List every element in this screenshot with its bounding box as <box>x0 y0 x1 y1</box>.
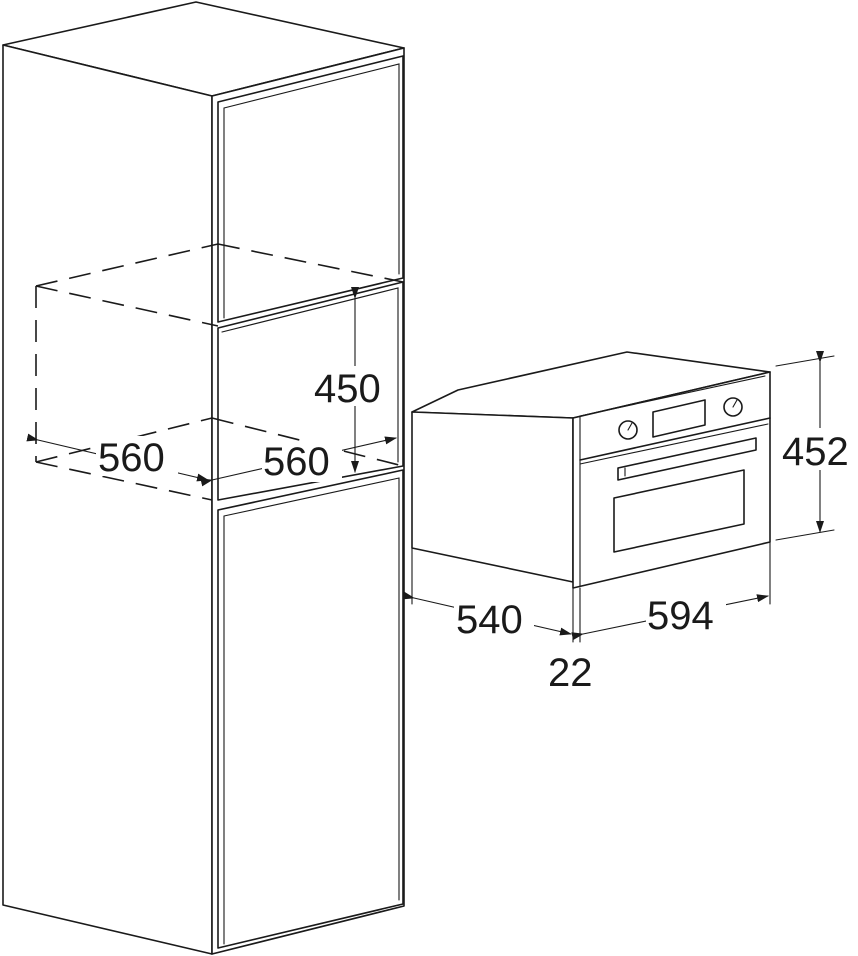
right-knob-icon <box>723 397 743 417</box>
lower-door <box>217 469 404 949</box>
dim-label-front-thickness: 22 <box>548 651 593 695</box>
built-in-oven: 452 540 594 22 <box>402 351 858 695</box>
upper-door <box>217 55 404 323</box>
left-knob-icon <box>618 420 638 440</box>
dim-label-oven-width: 594 <box>647 594 714 638</box>
control-panel-edge <box>579 417 771 461</box>
oven-side <box>411 411 574 583</box>
tall-cabinet: 450 560 560 <box>2 1 405 955</box>
door-handle <box>617 437 757 481</box>
dim-label-oven-depth: 540 <box>456 598 523 642</box>
oven-display <box>652 399 706 438</box>
dim-label-niche-width: 560 <box>98 436 165 480</box>
oven-window <box>613 469 745 553</box>
niche-outline-dashed <box>35 243 404 501</box>
dim-label-oven-height: 452 <box>782 430 849 474</box>
cabinet-side <box>2 44 213 955</box>
dim-label-niche-depth: 560 <box>263 440 330 484</box>
dim-label-niche-height: 450 <box>314 367 381 411</box>
